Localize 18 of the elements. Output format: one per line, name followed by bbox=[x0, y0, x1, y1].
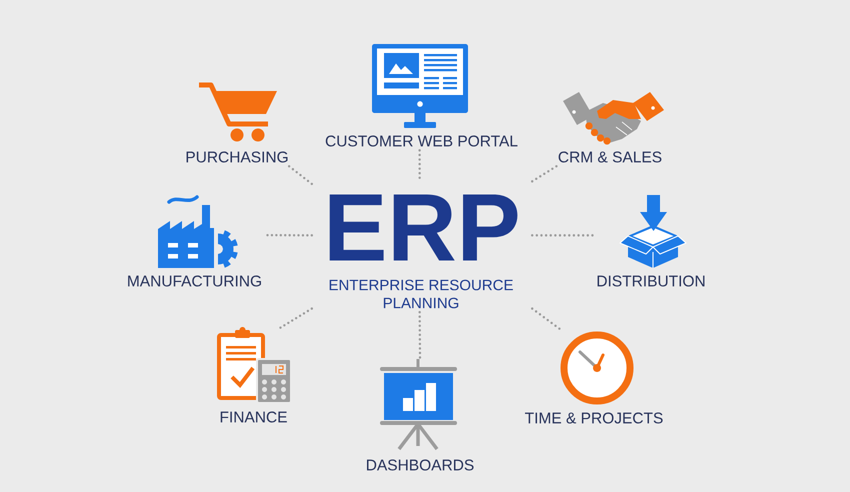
dotted-connector bbox=[531, 165, 558, 183]
module-label: DASHBOARDS bbox=[367, 460, 474, 470]
module-label: TIME & PROJECTS bbox=[525, 412, 663, 424]
dotted-connector bbox=[418, 149, 421, 179]
dotted-connector bbox=[279, 307, 313, 329]
dotted-connector bbox=[288, 165, 313, 186]
module-label: MANUFACTURING bbox=[128, 276, 261, 286]
subtitle: ENTERPRISE RESOURCE PLANNING bbox=[330, 280, 513, 308]
module-label: DISTRIBUTION bbox=[598, 276, 704, 286]
dotted-connector bbox=[418, 311, 422, 359]
acronym-heading: ERP bbox=[330, 194, 518, 261]
dotted-connector bbox=[266, 234, 313, 237]
dotted-connector bbox=[531, 234, 594, 237]
dotted-connector bbox=[531, 307, 561, 330]
module-label: CUSTOMER WEB PORTAL bbox=[326, 136, 518, 146]
module-label: PURCHASING bbox=[186, 152, 288, 162]
module-label: CRM & SALES bbox=[558, 152, 662, 162]
module-label: FINANCE bbox=[220, 412, 287, 422]
